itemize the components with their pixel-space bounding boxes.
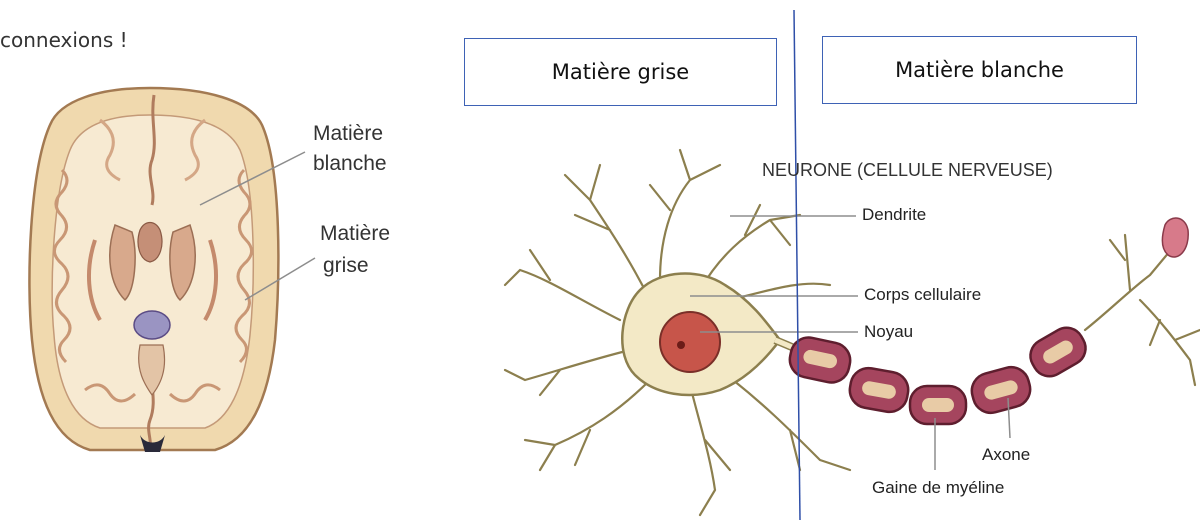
brain-label-white-line1: Matière [313,120,383,148]
cell-body-label: Corps cellulaire [864,285,981,305]
nucleus [660,312,720,372]
brain-label-gray-line1: Matière [320,220,390,248]
axon-terminals [1085,235,1200,385]
neuron-illustration [505,150,1200,515]
axon-label: Axone [982,445,1030,465]
brain-label-gray-line2: grise [323,252,369,280]
brain-label-white-line2: blanche [313,150,387,178]
myelin-sheath [786,322,1091,424]
nucleus-label: Noyau [864,322,913,342]
divider-line [794,10,800,520]
myelin-label: Gaine de myéline [872,478,1004,498]
neuron-title: NEURONE (CELLULE NERVEUSE) [762,160,1053,181]
dendrite-label: Dendrite [862,205,926,225]
brain-section-illustration [29,88,315,452]
